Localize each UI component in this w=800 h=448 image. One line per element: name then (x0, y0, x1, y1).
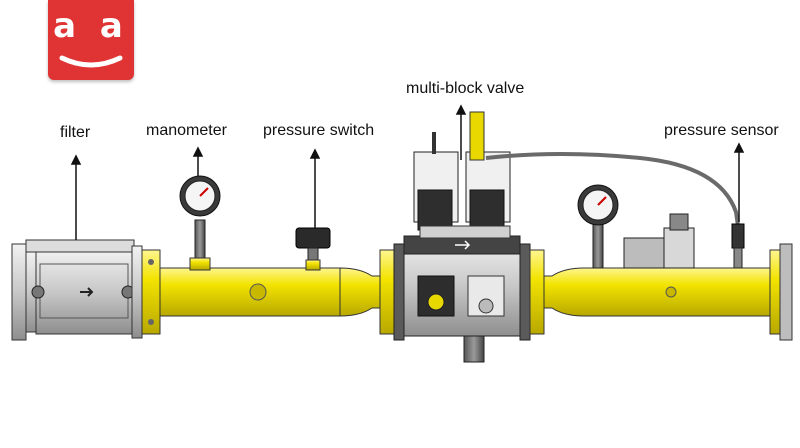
brand-logo-text: a a (53, 6, 129, 46)
regulator-block (623, 213, 695, 269)
pipe-left (159, 267, 381, 317)
multi-block-valve-device (403, 111, 521, 363)
label-pressure-switch: pressure switch (263, 122, 375, 139)
manometer-right (577, 184, 619, 269)
callout-arrows (70, 104, 745, 240)
filter-body (25, 239, 135, 335)
brand-logo: a a (48, 0, 134, 80)
manometer-left (179, 175, 221, 271)
pipe-right (543, 267, 771, 317)
flange-center-right (519, 243, 545, 341)
label-pressure-sensor: pressure sensor (664, 122, 779, 139)
pressure-switch-device (295, 227, 331, 271)
sensor-line (485, 152, 740, 227)
label-filter: filter (60, 124, 91, 141)
label-multi-block-valve: multi-block valve (406, 80, 525, 97)
flange-center-left (379, 243, 405, 341)
smile-icon (59, 55, 123, 68)
pressure-sensor-device (731, 223, 745, 269)
outlet-flange (769, 243, 793, 341)
label-manometer: manometer (146, 122, 227, 139)
flange-left (131, 245, 161, 339)
